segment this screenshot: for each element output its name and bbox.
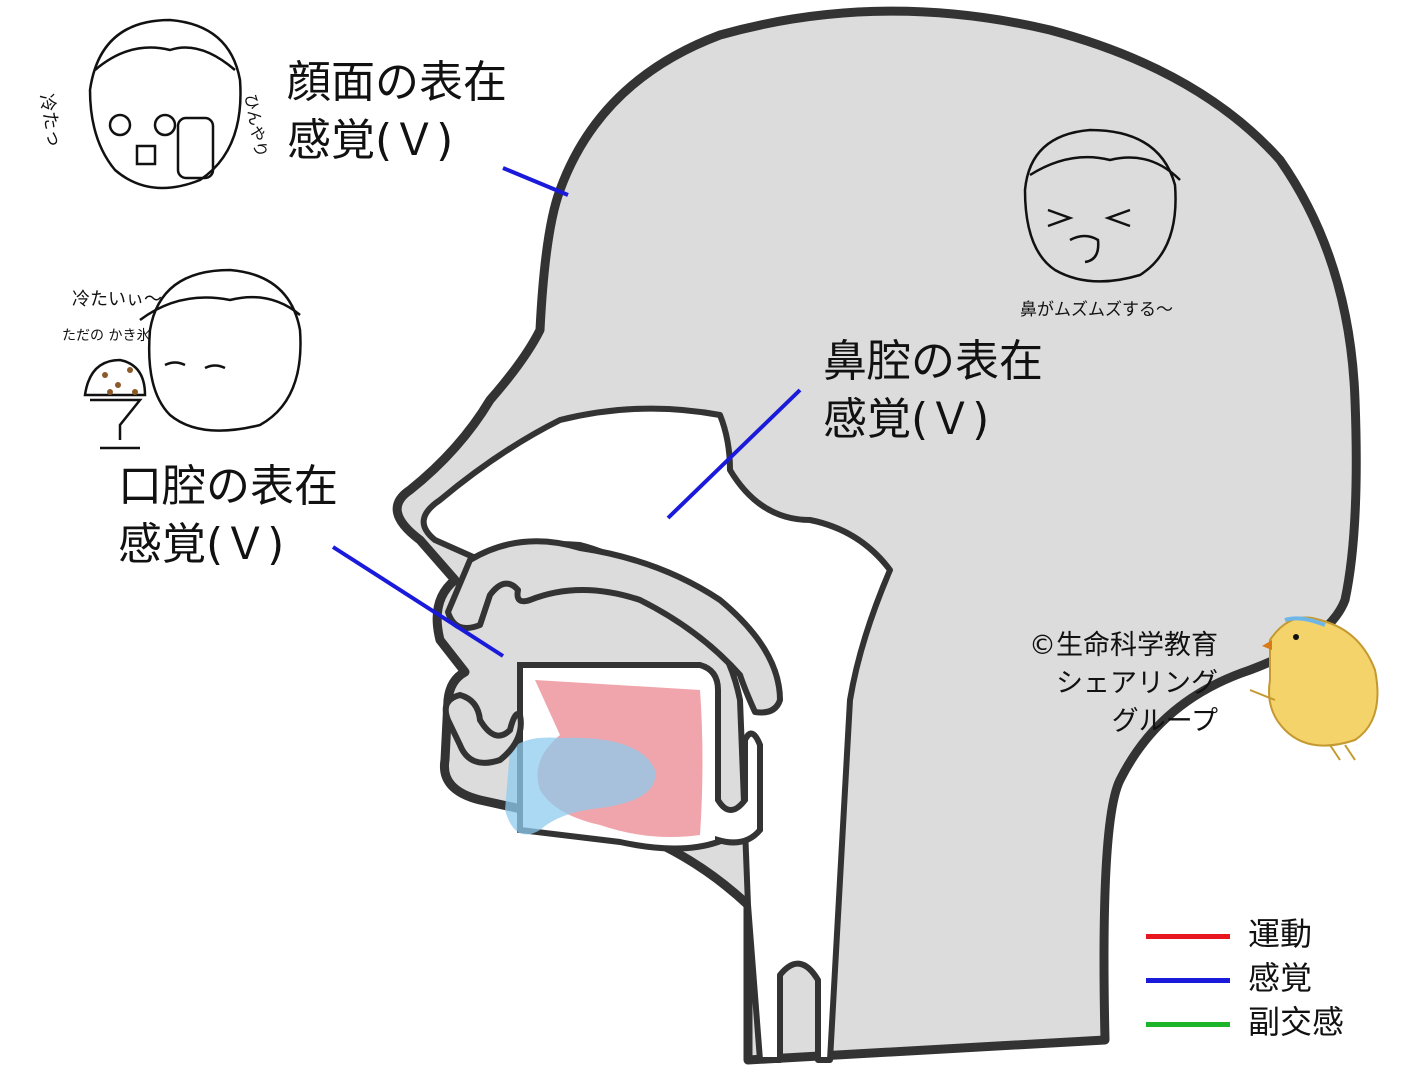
face-nerve-line <box>502 166 569 197</box>
legend-line-parasympathetic <box>1146 1022 1230 1027</box>
credit-text: ©生命科学教育 シェアリング グループ <box>1029 627 1218 741</box>
legend-item-sensory: 感覚 <box>1140 956 1380 1000</box>
legend-line-sensory <box>1146 978 1230 983</box>
legend-item-motor: 運動 <box>1140 912 1380 956</box>
doodle-shaved-ice <box>83 268 302 450</box>
oral-sensation-line2: 感覚(Ｖ) <box>118 519 285 570</box>
doodle-cold-can-face <box>88 18 242 190</box>
lower-lip <box>442 691 524 766</box>
oral-nerve-line <box>331 545 505 658</box>
face-sensation-line1: 顔面の表在 <box>287 57 507 108</box>
legend-item-parasympathetic: 副交感 <box>1140 1000 1380 1044</box>
legend-line-motor <box>1146 934 1230 939</box>
credit-line3: グループ <box>1111 706 1218 737</box>
legend-label-parasympathetic: 副交感 <box>1248 1003 1345 1041</box>
face-sensation-line2: 感覚(Ｖ) <box>287 115 454 166</box>
credit-line2: シェアリング <box>1056 668 1218 699</box>
tongue-blue-region <box>505 737 656 835</box>
oral-sensation-line1: 口腔の表在 <box>118 461 338 512</box>
doodle-shaved-ice-shout: 冷たいぃ〜 <box>72 289 162 310</box>
doodle-cold-right-text: ひんやり <box>241 92 271 158</box>
nasal-sensation-line1: 鼻腔の表在 <box>823 336 1043 387</box>
doodle-chick <box>1249 616 1379 761</box>
nasal-sensation-label: 鼻腔の表在 感覚(Ｖ) <box>823 333 1043 449</box>
face-sensation-label: 顔面の表在 感覚(Ｖ) <box>287 54 507 170</box>
oral-sensation-label: 口腔の表在 感覚(Ｖ) <box>118 458 338 574</box>
doodle-cold-left-text: 冷たっ <box>35 92 65 149</box>
doodle-shaved-ice-label: ただの かき氷 <box>62 328 150 344</box>
credit-line1: ©生命科学教育 <box>1029 630 1218 661</box>
doodle-nose-itch-face <box>1023 128 1181 283</box>
legend-label-motor: 運動 <box>1248 915 1313 953</box>
palate <box>445 538 783 716</box>
shaved-ice-dots <box>102 367 138 395</box>
nasal-nerve-line <box>666 388 802 520</box>
legend-label-sensory: 感覚 <box>1248 959 1313 997</box>
legend: 運動 感覚 副交感 <box>1140 912 1380 1044</box>
doodle-nose-itch-text: 鼻がムズムズする〜 <box>1020 300 1173 320</box>
nasal-sensation-line2: 感覚(Ｖ) <box>823 394 990 445</box>
